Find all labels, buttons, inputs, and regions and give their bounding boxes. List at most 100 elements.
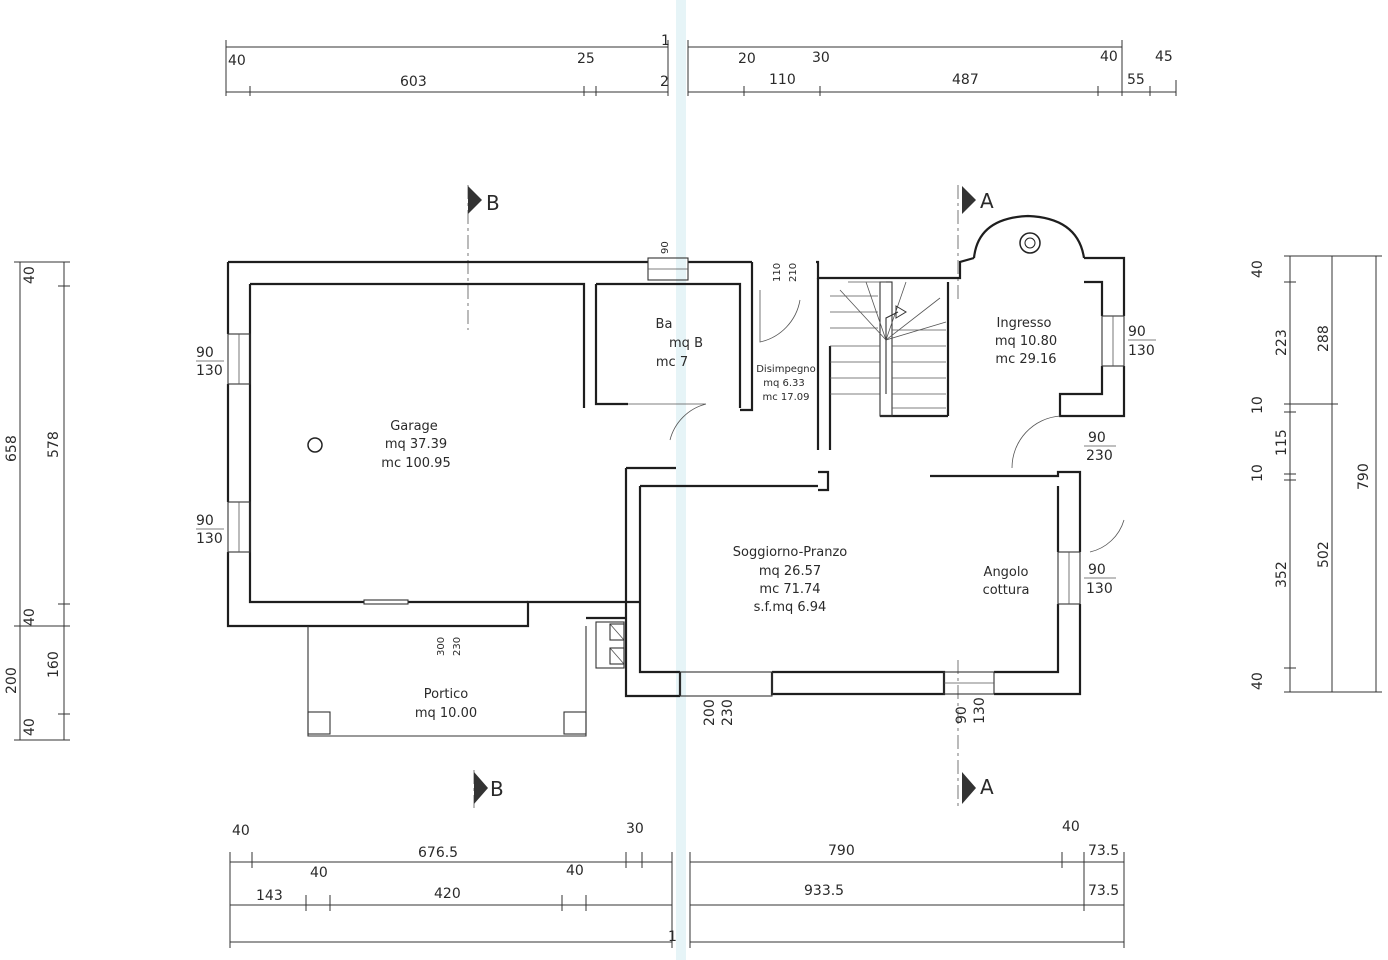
win-bottom-w: 90	[954, 706, 970, 724]
doors	[628, 290, 1125, 553]
section-a-top-arrow-icon	[962, 186, 976, 214]
portico-name: Portico	[424, 687, 469, 702]
disimpegno-volume: mc 17.09	[762, 392, 809, 403]
dim-left-40b: 40	[22, 608, 38, 626]
win-left2-h: 130	[196, 531, 223, 547]
win-left1-w: 90	[196, 345, 214, 361]
bagno-area: mq B	[669, 336, 703, 351]
ingresso-column-icon	[1019, 232, 1041, 254]
garage-area: mq 37.39	[385, 437, 447, 452]
top-dimensions: 40 25 1 20 30 40 45 603 2 110 487 55	[225, 33, 1177, 96]
ingresso-column-inner-icon	[1024, 237, 1036, 249]
win-ingresso-h: 130	[1128, 343, 1155, 359]
dim-top-110: 110	[769, 72, 796, 88]
dim-top-2: 2	[660, 74, 669, 90]
cottura-line2: cottura	[983, 583, 1030, 598]
scan-seam	[676, 0, 686, 960]
win-cottura-h: 130	[1086, 581, 1113, 597]
dim-right-790: 790	[1356, 463, 1372, 490]
dim-bot-1: 1	[668, 929, 677, 945]
soggiorno-extra: s.f.mq 6.94	[754, 600, 827, 615]
win-ingresso-w: 90	[1128, 324, 1146, 340]
left-dimensions: 658 200 40 578 40 160 40	[4, 261, 70, 741]
door-portico-h: 230	[452, 637, 463, 656]
win-soggiorno-h: 230	[720, 699, 736, 726]
dim-right-288: 288	[1316, 325, 1332, 352]
dim-top-20: 20	[738, 51, 756, 67]
section-b-bottom-arrow-icon	[474, 772, 488, 804]
room-labels: Garage mq 37.39 mc 100.95 Ba mq B mc 7 D…	[381, 316, 1057, 721]
portico-pillar-right	[563, 711, 587, 735]
dim-bot-40b: 40	[1062, 819, 1080, 835]
portico-area: mq 10.00	[415, 706, 477, 721]
win-bottom-h: 130	[972, 697, 988, 724]
section-markers: B B A A	[467, 185, 994, 808]
dim-bot-933: 933.5	[804, 883, 844, 899]
soggiorno-name: Soggiorno-Pranzo	[733, 545, 848, 560]
dim-right-115: 115	[1274, 429, 1290, 456]
bottom-dimensions: 40 30 40 676.5 790 73.5 40 40 143 420 93…	[229, 819, 1125, 948]
dim-top-25: 25	[577, 51, 595, 67]
dim-top-40b: 40	[1100, 49, 1118, 65]
win-soggiorno-w: 200	[702, 699, 718, 726]
chimney-block	[595, 621, 625, 669]
section-b-bottom-label: B	[490, 777, 504, 801]
dim-top-30: 30	[812, 50, 830, 66]
dim-left-200: 200	[4, 667, 20, 694]
dim-top-55: 55	[1127, 72, 1145, 88]
door-disimpegno-w: 110	[772, 263, 783, 282]
section-b-top-label: B	[486, 191, 500, 215]
dim-left-40c: 40	[22, 718, 38, 736]
ingresso-area: mq 10.80	[995, 334, 1057, 349]
section-b-top-arrow-icon	[468, 186, 482, 214]
dim-bot-40c: 40	[310, 865, 328, 881]
section-a-bottom-arrow-icon	[962, 772, 976, 804]
staircase	[830, 281, 947, 417]
garage-volume: mc 100.95	[381, 456, 450, 471]
door-ingresso-h: 230	[1086, 448, 1113, 464]
dim-top-45: 45	[1155, 49, 1173, 65]
windows	[227, 257, 1125, 697]
win-left1-h: 130	[196, 363, 223, 379]
ingresso-volume: mc 29.16	[995, 352, 1056, 367]
door-portico-w: 300	[436, 637, 447, 656]
walls	[226, 214, 1126, 737]
dim-right-502: 502	[1316, 541, 1332, 568]
dim-left-160: 160	[46, 651, 62, 678]
dim-right-40a: 40	[1250, 260, 1266, 278]
dim-left-40a: 40	[22, 266, 38, 284]
dim-right-223: 223	[1274, 329, 1290, 356]
dim-bot-30: 30	[626, 821, 644, 837]
win-bagno-label: 90	[660, 241, 671, 254]
dim-top-487: 487	[952, 72, 979, 88]
dim-left-578: 578	[46, 431, 62, 458]
right-dimensions: 40 223 10 115 10 352 40 288 502 790	[1250, 255, 1382, 693]
dim-bot-40: 40	[232, 823, 250, 839]
bagno-name: Ba	[656, 317, 673, 332]
portico-pillar-left	[307, 711, 331, 735]
cottura-line1: Angolo	[984, 565, 1029, 580]
disimpegno-area: mq 6.33	[763, 378, 805, 389]
soggiorno-area: mq 26.57	[759, 564, 821, 579]
dim-top-1: 1	[661, 33, 670, 49]
door-disimpegno-h: 210	[788, 263, 799, 282]
section-a-bottom-label: A	[980, 775, 994, 799]
dim-left-658: 658	[4, 435, 20, 462]
section-a-top-label: A	[980, 189, 994, 213]
dim-bot-73b: 73.5	[1088, 883, 1119, 899]
dim-bot-73a: 73.5	[1088, 843, 1119, 859]
garage-drain-icon	[307, 437, 323, 453]
garage-name: Garage	[390, 419, 438, 434]
dim-right-352: 352	[1274, 561, 1290, 588]
dim-top-40: 40	[228, 53, 246, 69]
door-ingresso-w: 90	[1088, 430, 1106, 446]
win-cottura-w: 90	[1088, 562, 1106, 578]
dim-bot-40d: 40	[566, 863, 584, 879]
soggiorno-volume: mc 71.74	[759, 582, 820, 597]
opening-labels: 90 130 90 130 90 130 90 230 90 130 90 11…	[196, 241, 1156, 726]
win-left2-w: 90	[196, 513, 214, 529]
dim-bot-420: 420	[434, 886, 461, 902]
dim-right-10b: 10	[1250, 464, 1266, 482]
dim-bot-790: 790	[828, 843, 855, 859]
